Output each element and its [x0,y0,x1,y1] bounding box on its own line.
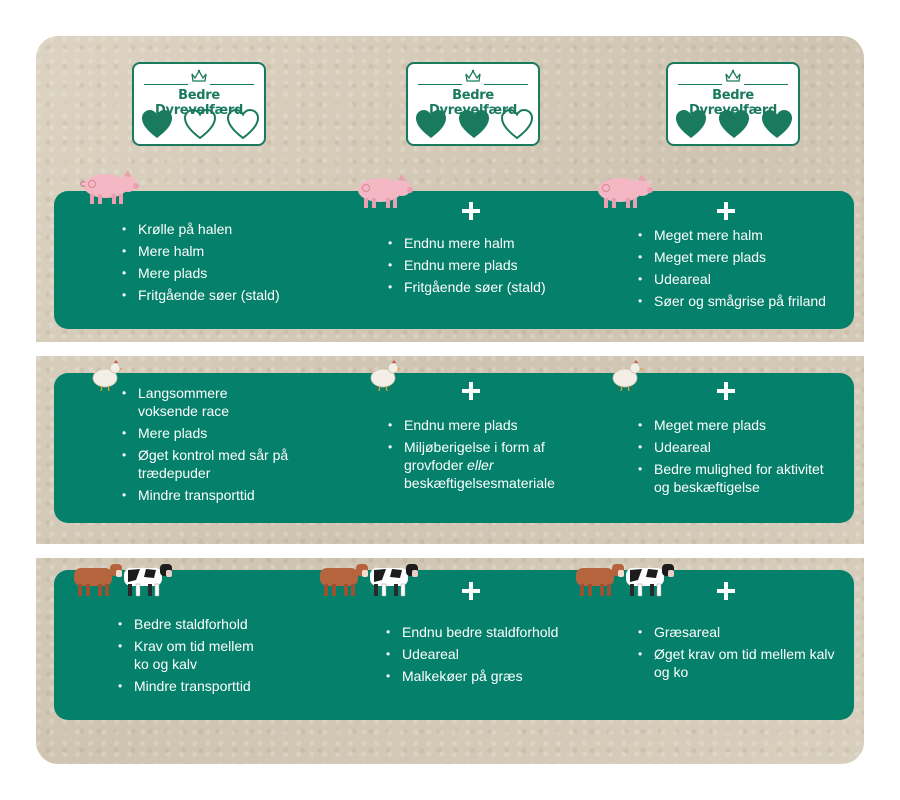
list-item: Krølle på halen [122,220,362,238]
list-item: Mere halm [122,242,362,260]
list-item: Mindre transporttid [118,677,318,695]
crown-icon [465,69,481,82]
list-item: Krav om tid mellem ko og kalv [118,637,264,673]
list-item: Mere plads [122,264,362,282]
background-board: Bedre Dyrevelfærd Bedre Dyrevelfærd Bedr… [36,36,864,764]
list-item: Fritgående søer (stald) [122,286,362,304]
chicken-icon [370,360,401,392]
list-item: Mindre transporttid [122,486,322,504]
plus-icon [717,382,735,400]
heart-filled-icon [142,110,172,138]
list-item: Endnu mere plads [388,416,588,434]
list-item: Fritgående søer (stald) [388,278,628,296]
heart-filled-icon [762,110,792,138]
crown-icon [191,69,207,82]
list-item: Langsommere voksende race [122,384,258,420]
plus-icon [462,582,480,600]
pig-col-1: Krølle på halen Mere halm Mere plads Fri… [122,220,362,308]
section-divider [36,342,864,356]
heart-filled-icon [416,110,446,138]
cow-col-3: Græsareal Øget krav om tid mellem kalv o… [638,623,838,685]
label-title: Bedre Dyrevelfærd [689,88,777,118]
hearts-icon [416,109,533,140]
heart-filled-icon [459,110,489,138]
list-item: Mere plads [122,424,322,442]
crown-icon [725,69,741,82]
list-item: Endnu mere halm [388,234,628,252]
chicken-col-2: Endnu mere plads Miljøberigelse i form a… [388,416,588,496]
plus-icon [462,382,480,400]
hearts-icon [142,109,259,140]
chicken-col-1: Langsommere voksende race Mere plads Øge… [122,384,322,508]
hearts-icon [676,110,792,138]
pig-col-2: Endnu mere halm Endnu mere plads Fritgåe… [388,234,628,300]
welfare-label-2-hearts: Bedre Dyrevelfærd [406,62,540,146]
list-item: Bedre mulighed for aktivitet og beskæfti… [638,460,839,496]
pig-col-3: Meget mere halm Meget mere plads Udearea… [638,226,858,314]
welfare-label-1-heart: Bedre Dyrevelfærd [132,62,266,146]
list-item: Søer og smågrise på friland [638,292,858,310]
cow-col-2: Endnu bedre staldforhold Udeareal Malkek… [386,623,606,689]
list-item-text: beskæftigelsesmateriale [404,475,555,491]
label-title: Bedre Dyrevelfærd [429,88,517,118]
list-item-text: Miljøberigelse i form af grovfoder [404,439,545,473]
cow-icon [320,564,418,597]
list-item: Udeareal [638,438,838,456]
list-item: Meget mere plads [638,248,858,266]
list-item: Meget mere plads [638,416,838,434]
list-item: Endnu bedre staldforhold [386,623,606,641]
heart-filled-icon [719,110,749,138]
heart-outline-icon [183,109,217,140]
list-item: Græsareal [638,623,838,641]
list-item: Miljøberigelse i form af grovfoder eller… [388,438,579,492]
heart-outline-icon [226,109,259,140]
plus-icon [717,582,735,600]
section-divider [36,544,864,558]
pig-icon [598,174,653,208]
chicken-icon [90,360,123,392]
cow-icon [576,564,674,597]
plus-icon [462,202,480,220]
list-item: Meget mere halm [638,226,858,244]
list-item: Malkekøer på græs [386,667,606,685]
plus-icon [717,202,735,220]
chicken-col-3: Meget mere plads Udeareal Bedre mulighed… [638,416,838,500]
list-item: Øget kontrol med sår på trædepuder [122,446,308,482]
welfare-label-3-hearts: Bedre Dyrevelfærd [666,62,800,146]
list-item: Øget krav om tid mellem kalv og ko [638,645,844,681]
list-item: Endnu mere plads [388,256,628,274]
cow-col-1: Bedre staldforhold Krav om tid mellem ko… [118,615,318,699]
label-title: Bedre Dyrevelfærd [155,88,243,118]
chicken-icon [612,360,643,392]
list-item: Udeareal [386,645,606,663]
heart-outline-icon [500,109,533,140]
list-item: Bedre staldforhold [118,615,318,633]
pig-icon [358,174,413,208]
pig-icon [80,170,139,204]
cow-icon [74,564,172,597]
heart-filled-icon [676,110,706,138]
list-item: Udeareal [638,270,858,288]
emphasis-text: eller [467,457,494,473]
